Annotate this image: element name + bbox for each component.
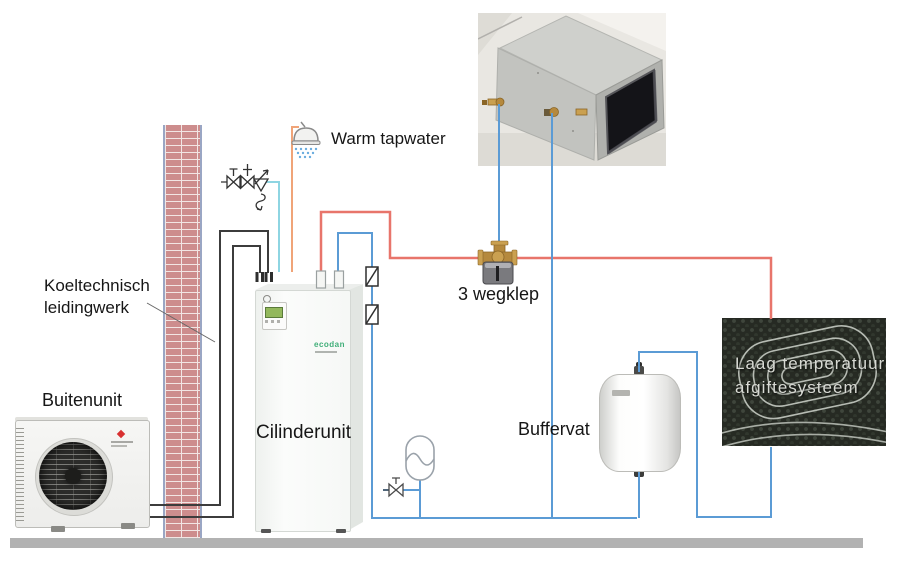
label-cilinderunit: Cilinderunit bbox=[256, 422, 352, 443]
isolation-valve-icons bbox=[365, 266, 379, 325]
three-way-valve-icon bbox=[477, 240, 518, 285]
fan-hub bbox=[65, 468, 81, 484]
outdoor-unit-top bbox=[15, 417, 148, 422]
floor-heating-label-line2: afgiftesysteem bbox=[735, 378, 859, 397]
air-handler-drawing bbox=[478, 13, 666, 166]
cylinder-unit-top bbox=[255, 284, 362, 291]
water-fitting-icon bbox=[482, 97, 505, 107]
cylinder-unit-image bbox=[255, 290, 351, 532]
logo-text-smudge bbox=[111, 445, 127, 447]
shower-icon bbox=[291, 121, 321, 159]
floor-bar bbox=[10, 538, 863, 548]
outdoor-unit-foot bbox=[121, 523, 135, 529]
label-3-wegklep: 3 wegklep bbox=[458, 284, 540, 304]
control-panel-buttons bbox=[265, 320, 281, 323]
refrigerant-connectors bbox=[255, 272, 273, 282]
hot-tap-pipe bbox=[291, 126, 299, 272]
cold-tap-pipe bbox=[266, 181, 280, 272]
outdoor-unit-vent bbox=[16, 425, 24, 521]
floor-heating-label-line1: Laag temperatuur bbox=[735, 354, 886, 373]
buffer-vessel-image bbox=[599, 374, 681, 472]
drain-valve-icon bbox=[383, 477, 404, 498]
label-buitenunit: Buitenunit bbox=[42, 390, 123, 410]
label-warm-tapwater: Warm tapwater bbox=[331, 129, 446, 148]
air-handler-photo bbox=[478, 13, 666, 166]
cylinder-unit-side bbox=[349, 284, 363, 530]
brand-subtext-smudge bbox=[315, 351, 337, 353]
logo-text-smudge bbox=[111, 441, 133, 443]
outdoor-unit-foot bbox=[51, 526, 65, 532]
label-koeltechnisch-line1: Koeltechnisch bbox=[44, 276, 150, 295]
cylinder-foot bbox=[336, 529, 346, 533]
safety-valve-icon bbox=[252, 169, 270, 211]
outdoor-unit-image bbox=[13, 417, 150, 532]
control-panel-lcd bbox=[265, 307, 283, 318]
label-koeltechnisch-line2: leidingwerk bbox=[44, 298, 130, 317]
floor-heating-image: Laag temperatuur afgiftesysteem bbox=[722, 318, 886, 446]
expansion-vessel-icon bbox=[405, 435, 435, 481]
water-droplets bbox=[294, 147, 318, 159]
hot-water-pipe bbox=[319, 210, 773, 319]
cylinder-foot bbox=[261, 529, 271, 533]
brick-wall bbox=[163, 125, 202, 538]
heating-water-pipes bbox=[337, 104, 772, 519]
label-buffervat: Buffervat bbox=[518, 419, 590, 439]
buffer-label-smudge bbox=[612, 390, 630, 396]
ecodan-brand-text: ecodan bbox=[314, 340, 346, 349]
inlet-valve-assembly bbox=[221, 164, 270, 211]
